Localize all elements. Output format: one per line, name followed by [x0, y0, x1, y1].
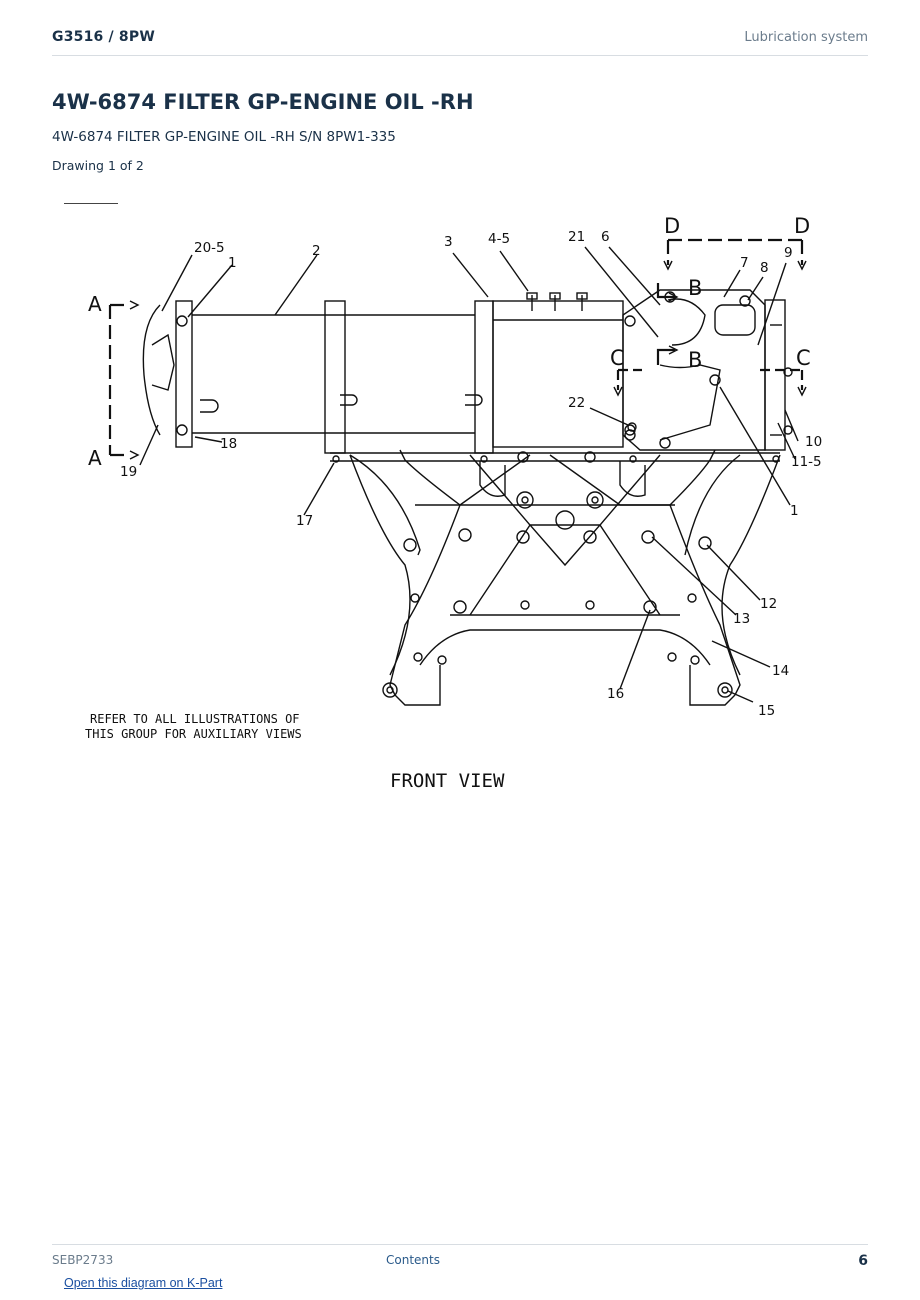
diagram-top-rule	[64, 203, 118, 204]
callout-3[interactable]: 3	[444, 234, 453, 250]
section-marker-c-right: C	[796, 346, 811, 370]
view-label: FRONT VIEW	[390, 770, 505, 792]
page-subtitle: 4W-6874 FILTER GP-ENGINE OIL -RH S/N 8PW…	[52, 129, 396, 145]
callout-4-5[interactable]: 4-5	[488, 231, 510, 247]
model-serial-header: G3516 / 8PW	[52, 29, 155, 45]
callout-11-5[interactable]: 11-5	[791, 454, 822, 470]
callout-21[interactable]: 21	[568, 229, 585, 245]
section-marker-b-bottom: B	[688, 348, 702, 372]
callout-18[interactable]: 18	[220, 436, 237, 452]
section-marker-b-top: B	[688, 276, 702, 300]
footer-divider	[52, 1244, 868, 1245]
diagram-note-line-1: REFER TO ALL ILLUSTRATIONS OF	[90, 712, 300, 726]
page-title: 4W-6874 FILTER GP-ENGINE OIL -RH	[52, 90, 474, 114]
section-marker-d-right: D	[794, 214, 810, 238]
contents-link[interactable]: Contents	[386, 1253, 440, 1267]
section-name-header: Lubrication system	[744, 30, 868, 45]
callout-1-right[interactable]: 1	[790, 503, 799, 519]
callout-12[interactable]: 12	[760, 596, 777, 612]
callout-19[interactable]: 19	[120, 464, 137, 480]
oil-filter-parts-diagram[interactable]: A A D D B B C C 20-5 1 2 3 4-5 21 6 7 8 …	[60, 205, 860, 805]
callout-22[interactable]: 22	[568, 395, 585, 411]
drawing-index: Drawing 1 of 2	[52, 158, 144, 173]
callout-16[interactable]: 16	[607, 686, 624, 702]
callout-1-top[interactable]: 1	[228, 255, 237, 271]
callout-9[interactable]: 9	[784, 245, 793, 261]
callout-17[interactable]: 17	[296, 513, 313, 529]
open-in-kpart-link[interactable]: Open this diagram on K-Part	[64, 1276, 223, 1290]
callout-6[interactable]: 6	[601, 229, 610, 245]
section-marker-c-left: C	[610, 346, 625, 370]
document-number: SEBP2733	[52, 1253, 114, 1267]
page-number: 6	[858, 1253, 868, 1269]
section-marker-a-bottom: A	[88, 446, 102, 470]
callout-15[interactable]: 15	[758, 703, 775, 719]
callout-10[interactable]: 10	[805, 434, 822, 450]
callout-13[interactable]: 13	[733, 611, 750, 627]
callout-8[interactable]: 8	[760, 260, 769, 276]
section-marker-d-left: D	[664, 214, 680, 238]
header-divider	[52, 55, 868, 56]
callout-2[interactable]: 2	[312, 243, 321, 259]
callout-20-5[interactable]: 20-5	[194, 240, 225, 256]
section-marker-a-top: A	[88, 292, 102, 316]
callout-7[interactable]: 7	[740, 255, 749, 271]
diagram-note-line-2: THIS GROUP FOR AUXILIARY VIEWS	[85, 727, 302, 741]
callout-14[interactable]: 14	[772, 663, 789, 679]
